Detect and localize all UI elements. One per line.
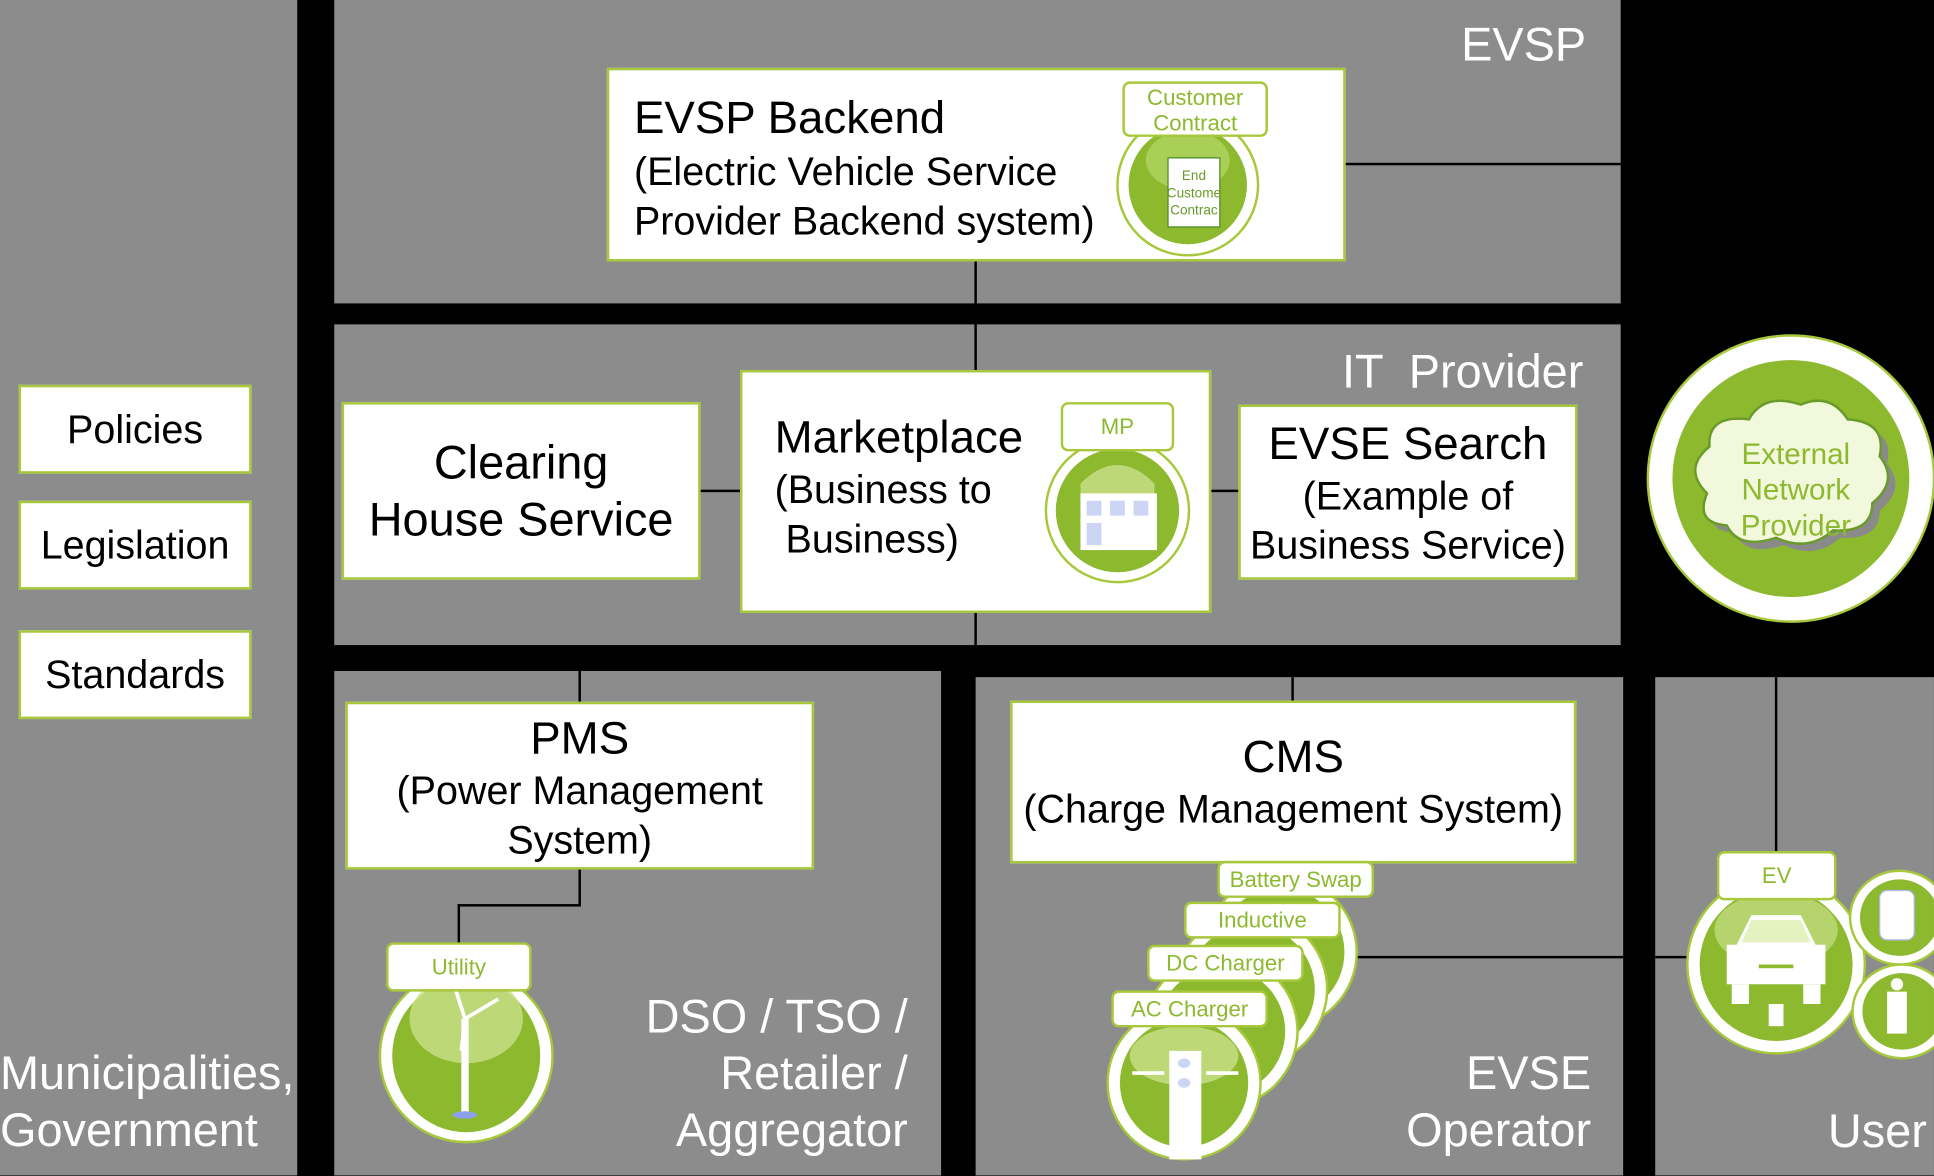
person-icon [1851, 964, 1934, 1060]
battery-swap-tag: Battery Swap [1217, 860, 1375, 898]
inductive-tag: Inductive [1184, 901, 1341, 939]
clearing-house-box[interactable]: Clearing House Service [341, 402, 701, 580]
ev-car-icon [1686, 874, 1867, 1055]
zone-label-dso: DSO / TSO / Retailer / Aggregator [645, 991, 908, 1157]
cms-box[interactable]: CMS (Charge Management System) [1010, 700, 1577, 864]
marketplace-store-icon [1044, 437, 1191, 584]
connector-line [1344, 162, 1621, 166]
policies-box[interactable]: Policies [18, 384, 252, 474]
dc-charger-tag: DC Charger [1147, 944, 1304, 982]
connector-line [974, 611, 977, 649]
customer-contract-tag: Customer Contract [1122, 81, 1268, 137]
legislation-box[interactable]: Legislation [18, 500, 252, 590]
contract-icon: End Custome Contrac [1116, 123, 1260, 257]
standards-box[interactable]: Standards [18, 630, 252, 720]
zone-label-evsp: EVSP [1461, 19, 1587, 72]
pms-box[interactable]: PMS (Power Management System) [345, 701, 815, 870]
connector-line [1655, 955, 1688, 959]
mp-tag: MP [1060, 402, 1175, 452]
external-network-provider-icon[interactable] [1645, 333, 1934, 629]
evsp-backend-desc-2: Provider Backend system) [633, 198, 1095, 243]
ev-tag: EV [1716, 851, 1837, 901]
connector-line [1774, 677, 1778, 853]
connector-line [699, 489, 742, 493]
connector-line [974, 259, 977, 373]
zone-label-evse-operator: EVSE Operator [1406, 1048, 1592, 1157]
connector-line [457, 904, 581, 907]
evsp-backend-title: EVSP Backend [633, 92, 946, 144]
connector-line [578, 670, 581, 704]
svg-text:Contrac: Contrac [1170, 203, 1218, 218]
connector-line [1356, 955, 1624, 959]
svg-text:End: End [1182, 168, 1206, 183]
connector-line [457, 904, 461, 945]
connector-line [1291, 677, 1294, 702]
zone-label-user: User [1827, 1106, 1927, 1159]
external-network-provider-label: External Network Provider [1740, 437, 1851, 543]
utility-tag: Utility [386, 942, 532, 992]
ac-charger-tag: AC Charger [1111, 990, 1268, 1028]
zone-label-municipalities: Municipalities, Government [0, 1048, 295, 1157]
connector-line [1209, 489, 1240, 493]
svg-text:Custome: Custome [1167, 185, 1221, 200]
zone-label-it-provider: IT Provider [1341, 346, 1584, 399]
connector-line [578, 868, 581, 906]
mobile-phone-icon [1848, 869, 1934, 966]
evsp-backend-desc-1: (Electric Vehicle Service [633, 149, 1058, 194]
evse-search-box[interactable]: EVSE Search (Example of Business Service… [1238, 404, 1578, 580]
